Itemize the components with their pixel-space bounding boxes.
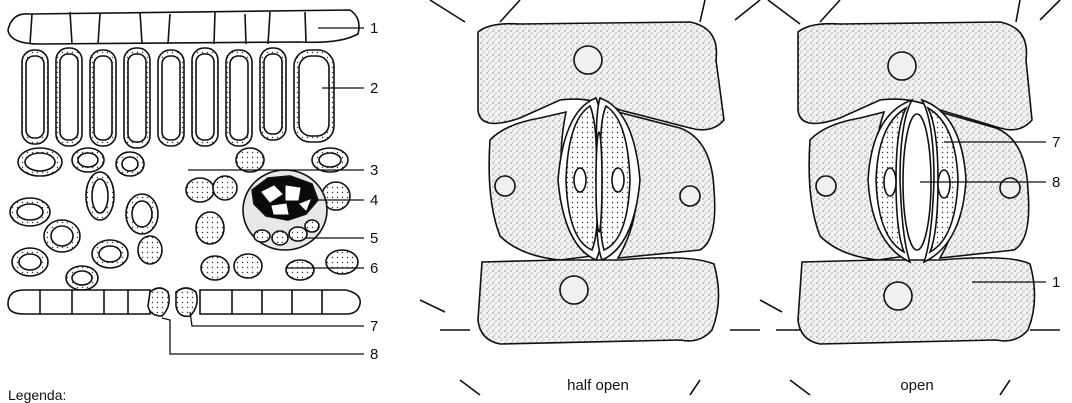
label-2: 2 bbox=[370, 80, 378, 97]
palisade-layer bbox=[22, 48, 334, 148]
open-labels: 7 8 1 bbox=[1052, 134, 1060, 291]
leaf-labels: 1 2 3 4 5 6 7 8 bbox=[370, 20, 378, 363]
label-1: 1 bbox=[370, 20, 378, 37]
leaf-cross-section bbox=[8, 10, 360, 316]
caption-half-open: half open bbox=[567, 377, 629, 394]
label-8: 8 bbox=[370, 346, 378, 363]
caption-open: open bbox=[900, 377, 933, 394]
upper-epidermis bbox=[8, 10, 359, 44]
label-open-1: 1 bbox=[1052, 274, 1060, 291]
guard-cell-section-left bbox=[148, 288, 169, 316]
stoma-half-open bbox=[420, 0, 760, 395]
stoma-open bbox=[760, 0, 1060, 395]
label-7: 7 bbox=[370, 318, 378, 335]
legend-title: Legenda: bbox=[8, 388, 66, 402]
label-5: 5 bbox=[370, 230, 378, 247]
label-3: 3 bbox=[370, 162, 378, 179]
guard-cell-section-right bbox=[176, 288, 197, 316]
label-4: 4 bbox=[370, 192, 378, 209]
leader-8 bbox=[162, 318, 364, 354]
lower-epidermis bbox=[8, 288, 360, 316]
label-open-8: 8 bbox=[1052, 174, 1060, 191]
label-6: 6 bbox=[370, 260, 378, 277]
label-open-7: 7 bbox=[1052, 134, 1060, 151]
